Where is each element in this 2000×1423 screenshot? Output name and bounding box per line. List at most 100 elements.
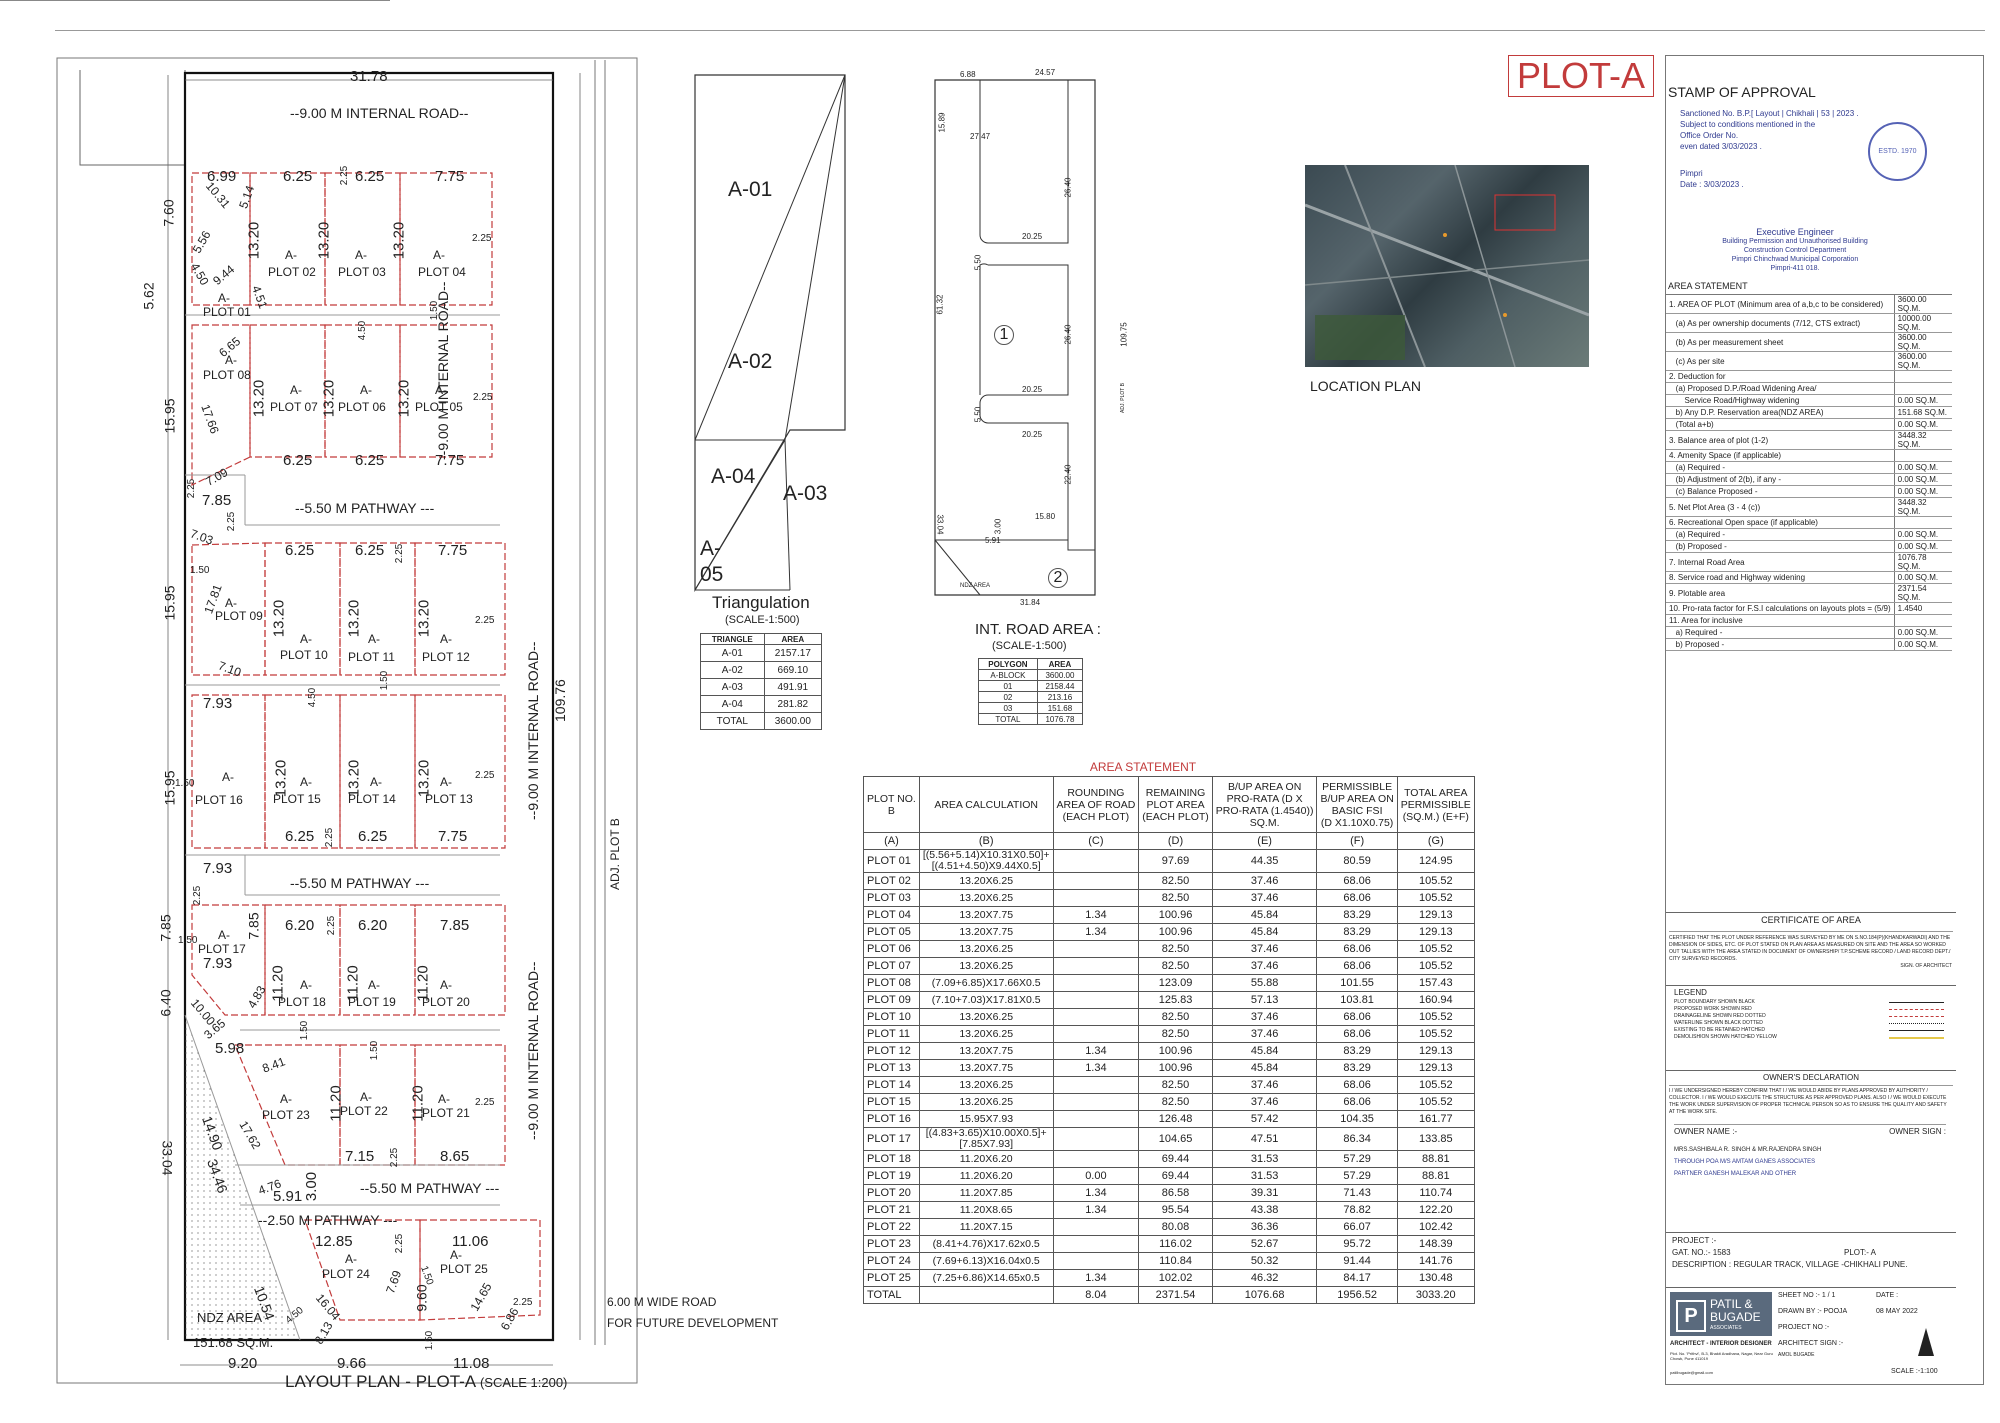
legend-swatch	[1889, 1009, 1944, 1013]
stamp-place: Pimpri	[1680, 169, 1703, 178]
tri-a03: A-03	[783, 482, 828, 505]
owner-section: OWNER'S DECLARATION I / WE UNDERSIGNED H…	[1666, 1070, 1956, 1180]
plot-20-label: PLOT 20	[422, 995, 470, 1009]
project-description: DESCRIPTION : REGULAR TRACK, VILLAGE -CH…	[1672, 1260, 1908, 1269]
table-row: (a) As per ownership documents (7/12, CT…	[1666, 313, 1952, 333]
architect-sign: ARCHITECT SIGN :-	[1778, 1340, 1844, 1347]
plot-25-outline	[419, 1219, 541, 1321]
site-notch	[79, 70, 186, 166]
dim-2-25-left-b: 2.25	[226, 511, 238, 532]
road-dim-26-40-a: 26.40	[1063, 177, 1073, 198]
area-statement-rows: PLOT 01[(5.56+5.14)X10.31X0.50]+ [(4.51+…	[863, 849, 1475, 1304]
table-row: (b) Adjustment of 2(b), if any -0.00 SQ.…	[1666, 473, 1952, 486]
tri-a04: A-04	[711, 465, 756, 488]
dim-7-15: 7.15	[345, 1148, 375, 1165]
area-statement-title: AREA STATEMENT	[1089, 760, 1197, 774]
dim-top: 31.78	[350, 68, 388, 85]
triangulation-scale: (SCALE-1:500)	[725, 614, 800, 626]
area-statement-table: PLOT NO. B AREA CALCULATION ROUNDING ARE…	[863, 776, 1475, 1304]
dim-1-50-p11: 1.50	[379, 670, 391, 691]
dim-2-25-p18: 2.25	[326, 915, 338, 936]
dim-1-50-p22: 1.50	[369, 1040, 381, 1061]
layout-plan-caption-scale: (SCALE 1:200)	[479, 1375, 568, 1390]
dim-6-25-g: 6.25	[285, 828, 315, 845]
plot-15-outline	[264, 694, 341, 849]
plot-17-label: PLOT 17	[198, 942, 246, 956]
firm-address: Plot. No. 'Prithvi', B-3, Bhakti Aradhan…	[1670, 1351, 1773, 1361]
ndz-area-hatch	[185, 1015, 300, 1340]
officer-block: Executive Engineer Building Permission a…	[1670, 228, 1920, 273]
plot-16-outline	[191, 694, 266, 849]
location-plan-label: LOCATION PLAN	[1310, 378, 1421, 394]
dim-5-98: 5.98	[215, 1040, 245, 1057]
dim-11-08: 11.08	[453, 1355, 490, 1372]
plot-02-prefix: A-	[285, 248, 297, 262]
plot-14-prefix: A-	[370, 775, 382, 789]
titleblock-section: P PATIL & BUGADE ASSOCIATES ARCHITECT - …	[1666, 1287, 1956, 1383]
plot-25-label: PLOT 25	[440, 1262, 488, 1276]
dim-6-20-b: 6.20	[358, 917, 388, 934]
plot-21-prefix: A-	[438, 1092, 450, 1106]
architect-line: ARCHITECT - INTERIOR DESIGNER	[1670, 1341, 1772, 1347]
table-row: a) Required -0.00 SQ.M.	[1666, 626, 1952, 639]
road-adj-plot: ADJ. PLOT B	[1119, 383, 1126, 413]
sheet-no: SHEET NO :- 1 / 1	[1778, 1292, 1836, 1299]
dim-1-50-p17: 1.50	[178, 935, 198, 946]
legend-swatch	[1889, 1030, 1944, 1034]
dim-1-50-p18: 1.50	[299, 1020, 311, 1041]
side-area-title: AREA STATEMENT	[1668, 281, 1748, 291]
table-row: 2. Deduction for	[1666, 370, 1952, 383]
certificate-text: CERTIFIED THAT THE PLOT UNDER REFERENCE …	[1669, 931, 1953, 963]
road-dim-109-75: 109.75	[1119, 322, 1129, 347]
dim-11-06: 11.06	[452, 1233, 489, 1250]
pathway-4: --2.50 M PATHWAY ---	[258, 1212, 398, 1228]
dim-6-99: 6.99	[207, 168, 237, 185]
plot-12-outline	[414, 542, 506, 676]
owner-name-1: MRS.SASHIBALA R. SINGH & MR.RAJENDRA SIN…	[1674, 1147, 1822, 1153]
dim-7-75-d: 7.75	[438, 828, 468, 845]
col-plot-no: PLOT NO. B	[863, 776, 920, 833]
adj-plot-b: ADJ. PLOT B	[608, 818, 622, 890]
dim-6-40: 6.40	[157, 989, 174, 1017]
north-arrow-icon	[1918, 1328, 1934, 1356]
table-row: 11. Area for inclusive	[1666, 614, 1952, 627]
stamp-line-2: Subject to conditions mentioned in the	[1680, 120, 1816, 129]
road-header-polygon: POLYGON	[978, 658, 1038, 670]
table-row: b) Any D.P. Reservation area(NDZ AREA)15…	[1666, 406, 1952, 419]
dim-13-20-p09: 13.20	[270, 599, 288, 638]
dim-2-25-p13: 2.25	[475, 770, 495, 781]
plot-01-outline	[191, 172, 251, 306]
ndz-area-value: 151.68 SQ.M.	[193, 1335, 274, 1350]
area-subheader-row: (A) (B) (C) (D) (E) (F) (G)	[863, 832, 1475, 850]
drawing-scale: SCALE :-1:100	[1891, 1368, 1938, 1375]
internal-road-side-2: --9.00 M INTERNAL ROAD--	[525, 641, 541, 820]
dim-15-95-b: 15.95	[161, 585, 178, 621]
dim-2-25-p24: 2.25	[394, 1233, 406, 1254]
plot-04-prefix: A-	[433, 248, 445, 262]
dim-7-75-b: 7.75	[435, 452, 465, 469]
stamp-line-1: Sanctioned No. B.P.[ Layout | Chikhali |…	[1680, 109, 1859, 118]
dim-2-25-p17: 2.25	[192, 885, 204, 906]
plot-23-prefix: A-	[280, 1092, 292, 1106]
